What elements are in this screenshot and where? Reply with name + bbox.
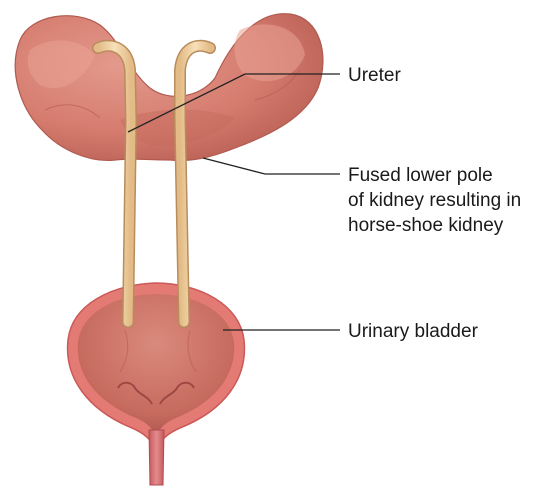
fused-pole-label-line2: of kidney resulting in: [348, 190, 521, 211]
fused-pole-leader-line: [203, 158, 340, 174]
fused-pole-label-line3: horse-shoe kidney: [348, 215, 504, 236]
fused-pole-label-line1: Fused lower pole: [348, 165, 493, 186]
ureter-label: Ureter: [348, 65, 401, 86]
urinary-bladder: [68, 283, 245, 485]
urinary-bladder-label: Urinary bladder: [348, 321, 479, 342]
horseshoe-kidney: [15, 14, 323, 161]
urethra: [149, 430, 164, 485]
bladder-inner-cavity: [78, 294, 235, 436]
